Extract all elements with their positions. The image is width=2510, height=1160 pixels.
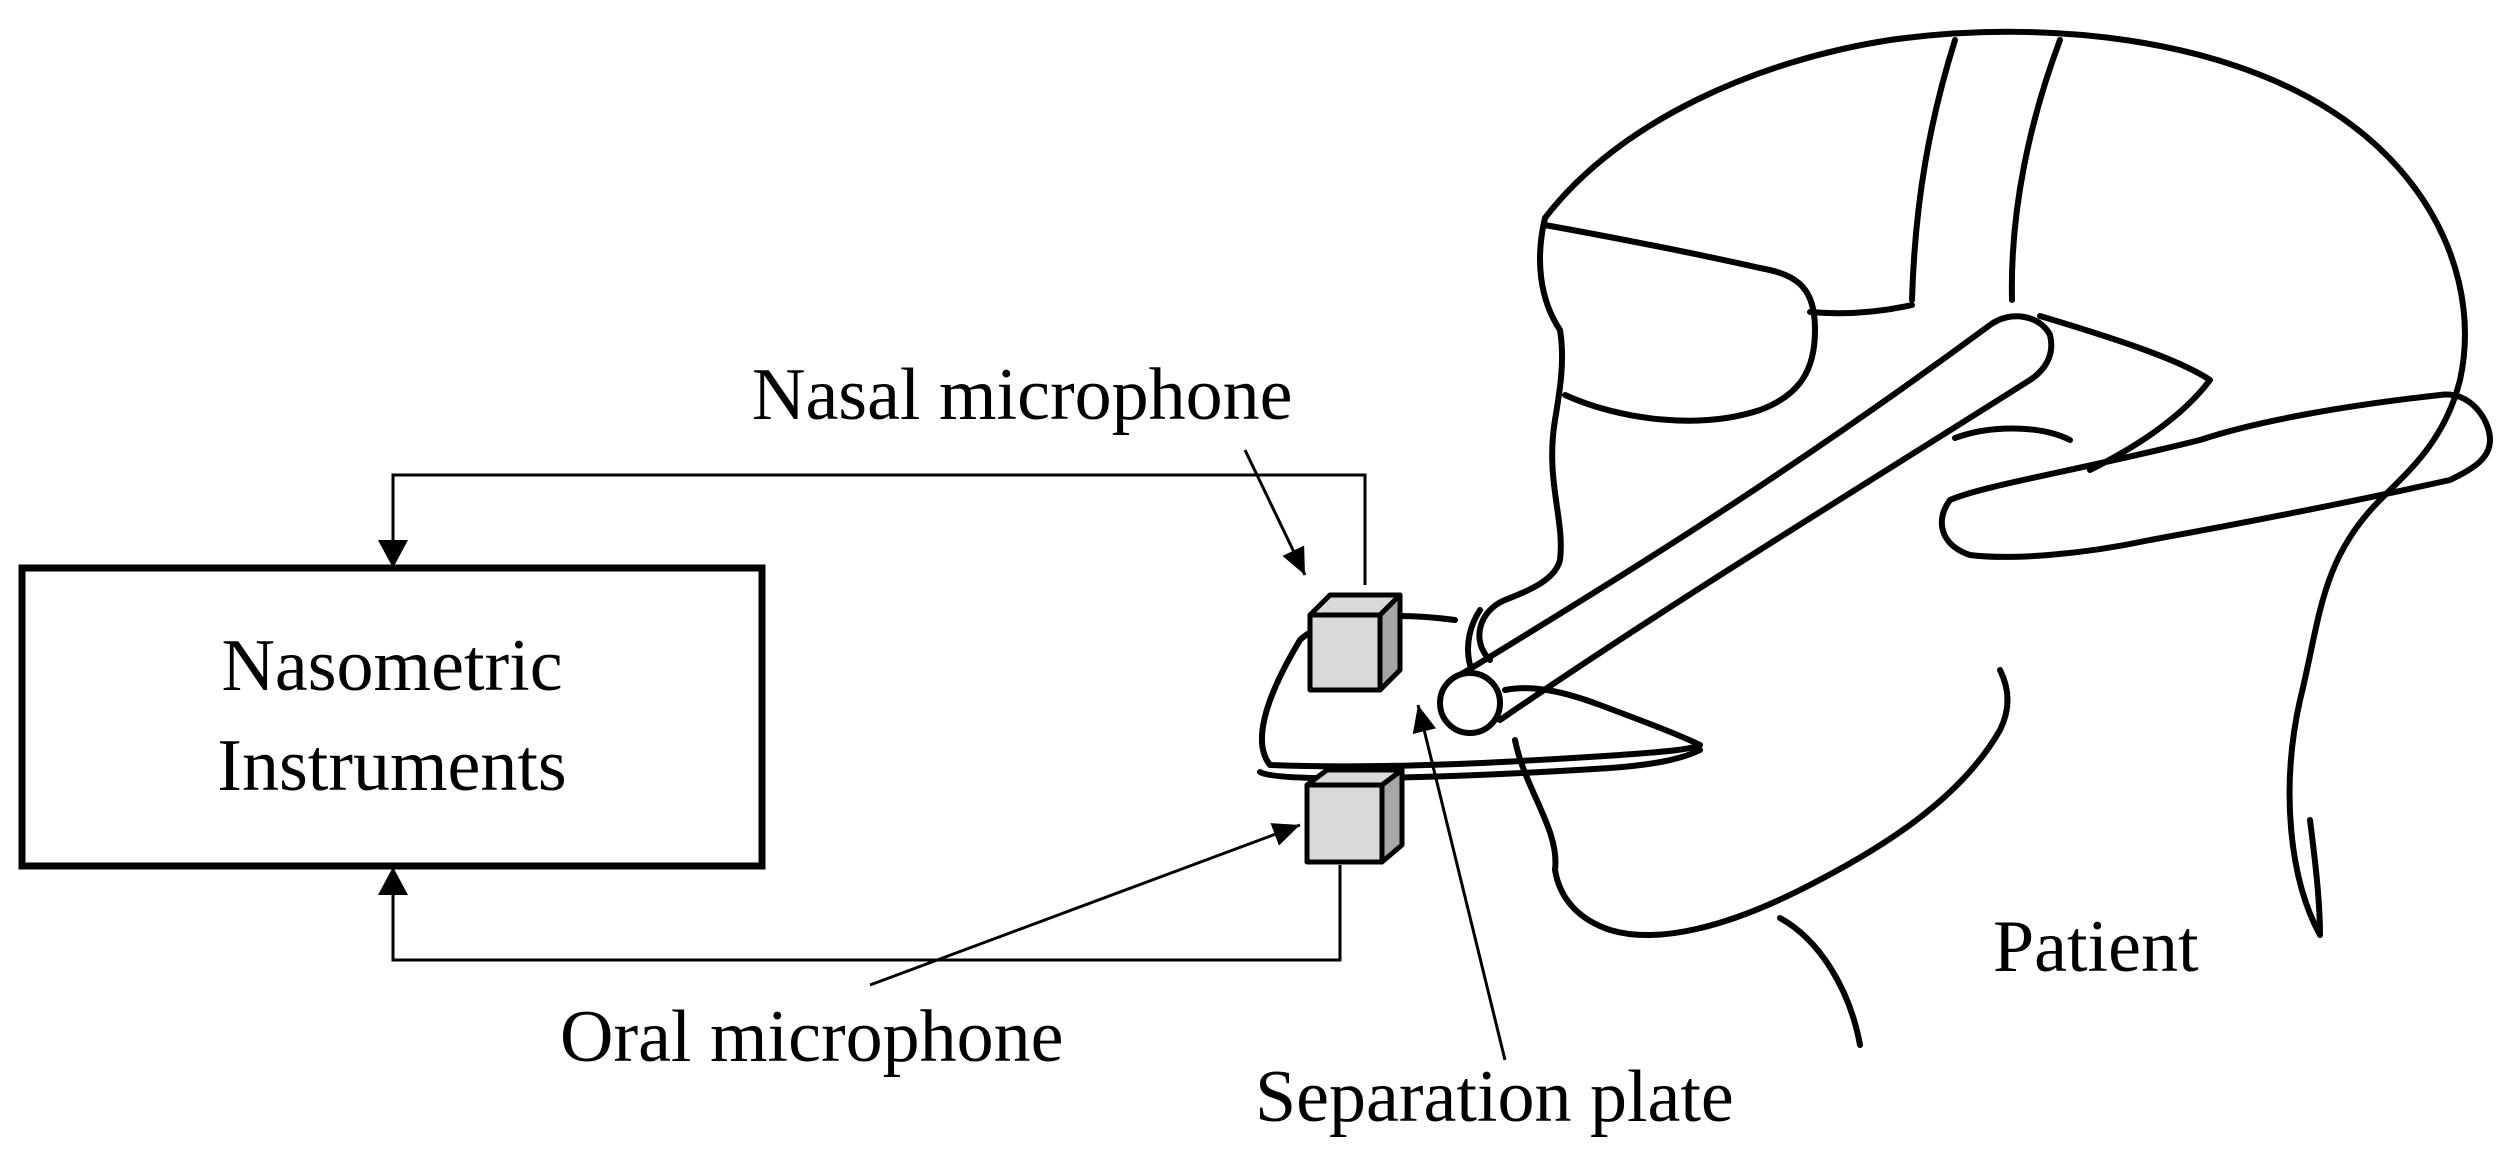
nasal-microphone-pointer [1245,450,1305,575]
nasal-microphone-label: Nasal microphone [752,354,1293,436]
nasal-signal-arrow-icon [378,540,408,568]
nasal-microphone [1310,595,1400,690]
oral-signal-arrow-icon [378,867,408,895]
oral-microphone-label: Oral microphone [560,996,1064,1078]
box-label-line-2: Instruments [217,725,567,807]
separation-plate-pointer [1412,705,1505,1060]
box-label-line-1: Nasometric [221,625,563,708]
oral-microphone-pointer [870,823,1300,985]
nasometric-instruments-label: Nasometric Instruments [22,568,762,866]
patient-label: Patient [1993,906,2199,988]
patient-head [1260,32,2490,1045]
separation-plate-label: Separation plate [1255,1056,1734,1138]
oral-microphone [1307,770,1402,862]
nasometric-instruments-box [22,568,762,866]
oral-signal-line [393,865,1340,960]
nasal-signal-line [393,475,1365,585]
